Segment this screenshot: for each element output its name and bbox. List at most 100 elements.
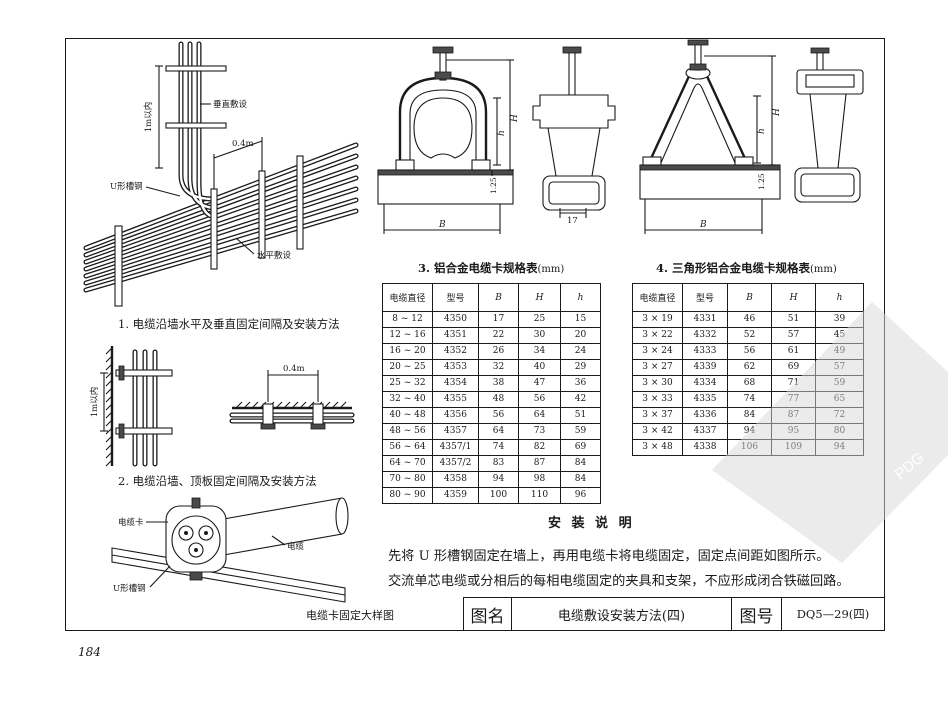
column-header: B [478, 283, 519, 312]
table-cell: 52 [727, 327, 772, 344]
dim-B: B [438, 220, 446, 230]
table-cell: 4335 [682, 391, 728, 408]
table-cell: 39 [815, 311, 864, 328]
height-dimensions [704, 55, 776, 166]
width-dimension [644, 199, 763, 234]
side-width-dimension [559, 208, 587, 218]
table-cell: 71 [771, 375, 816, 392]
table-cell: 83 [478, 455, 519, 472]
figure-3-caption: 电缆卡固定大样图 [306, 609, 394, 622]
round-clamp-side-view: 17 [532, 46, 616, 226]
figure-1-drawing: 1m以内 垂直敷设 0.4m U形槽钢 水平敷设 [83, 41, 359, 307]
screw [189, 571, 203, 581]
table-cell: 87 [771, 407, 816, 424]
table-cell: 3 × 22 [632, 327, 683, 344]
table-cell: 59 [560, 423, 601, 440]
table-cell: 4338 [682, 439, 728, 456]
table-4-unit: (mm) [810, 264, 837, 275]
column-header: H [518, 283, 561, 312]
table-cell: 4337 [682, 423, 728, 440]
width-dimension [383, 204, 501, 234]
cable-label: 电缆 [287, 541, 305, 552]
bolt [118, 423, 125, 439]
table-cell: 73 [518, 423, 561, 440]
ceiling-clamp [312, 403, 324, 427]
figure-2-caption: 2. 电缆沿墙、顶板固定间隔及安装方法 [118, 474, 317, 488]
drawing-name-label: 图名 [470, 606, 505, 627]
table-cell: 38 [478, 375, 519, 392]
triangle-clamp-front-view: H h 1.25 B [639, 39, 782, 234]
dim-H: H [510, 114, 520, 123]
table-cell: 12 ~ 16 [382, 327, 433, 344]
horizontal-cable-bundle [83, 142, 359, 293]
clamp-stem [547, 127, 601, 177]
table-cell: 4350 [432, 311, 479, 328]
table-cell: 32 ~ 40 [382, 391, 433, 408]
table-cell: 45 [815, 327, 864, 344]
table-cell: 94 [727, 423, 772, 440]
table-cell: 3 × 27 [632, 359, 683, 376]
table-4-title-text: 4. 三角形铝合金电缆卡规格表 [656, 261, 811, 275]
table-cell: 100 [478, 487, 519, 504]
ceiling [232, 401, 352, 410]
table-cell: 4354 [432, 375, 479, 392]
clamp-stem [809, 93, 847, 169]
cable-opening [413, 97, 473, 159]
notes-title: 安 装 说 明 [548, 516, 635, 531]
horizontal-laying-label: 水平敷设 [257, 250, 292, 261]
clamp-outline [398, 76, 488, 170]
ceiling-cables [229, 412, 355, 424]
table-cell: 4332 [682, 327, 728, 344]
spacing-label: 0.4m [232, 139, 254, 149]
table-cell: 48 ~ 56 [382, 423, 433, 440]
drawing-number-label: 图号 [731, 598, 781, 630]
table-cell: 51 [560, 407, 601, 424]
u-channel-bracket [258, 170, 266, 259]
table-4-title: 4. 三角形铝合金电缆卡规格表(mm) [656, 260, 837, 276]
table-cell: 4357/1 [432, 439, 479, 456]
table-cell: 59 [815, 375, 864, 392]
table-cell: 20 ~ 25 [382, 359, 433, 376]
table-cell: 3 × 30 [632, 375, 683, 392]
bolt [118, 365, 125, 381]
table-cell: 46 [727, 311, 772, 328]
screw [191, 497, 201, 509]
table-cell: 74 [727, 391, 772, 408]
table-cell: 4355 [432, 391, 479, 408]
spacing-dimension [267, 370, 319, 402]
table-cell: 3 × 48 [632, 439, 683, 456]
table-cell: 61 [771, 343, 816, 360]
table-cell: 4333 [682, 343, 728, 360]
table-cell: 70 ~ 80 [382, 471, 433, 488]
triangle-clamp-side-view [794, 47, 864, 203]
table-cell: 56 [727, 343, 772, 360]
table-cell: 4353 [432, 359, 479, 376]
table-cell: 17 [478, 311, 519, 328]
table-cell: 4357 [432, 423, 479, 440]
table-cell: 42 [560, 391, 601, 408]
column-header: 电缆直径 [382, 283, 433, 312]
table-cell: 109 [771, 439, 816, 456]
vertical-support-bracket [165, 122, 227, 129]
table-cell: 16 ~ 20 [382, 343, 433, 360]
clamp-head [796, 69, 864, 95]
table-cell: 94 [815, 439, 864, 456]
table-cell: 36 [560, 375, 601, 392]
table-cell: 26 [478, 343, 519, 360]
u-channel-label: U形槽钢 [110, 181, 143, 192]
